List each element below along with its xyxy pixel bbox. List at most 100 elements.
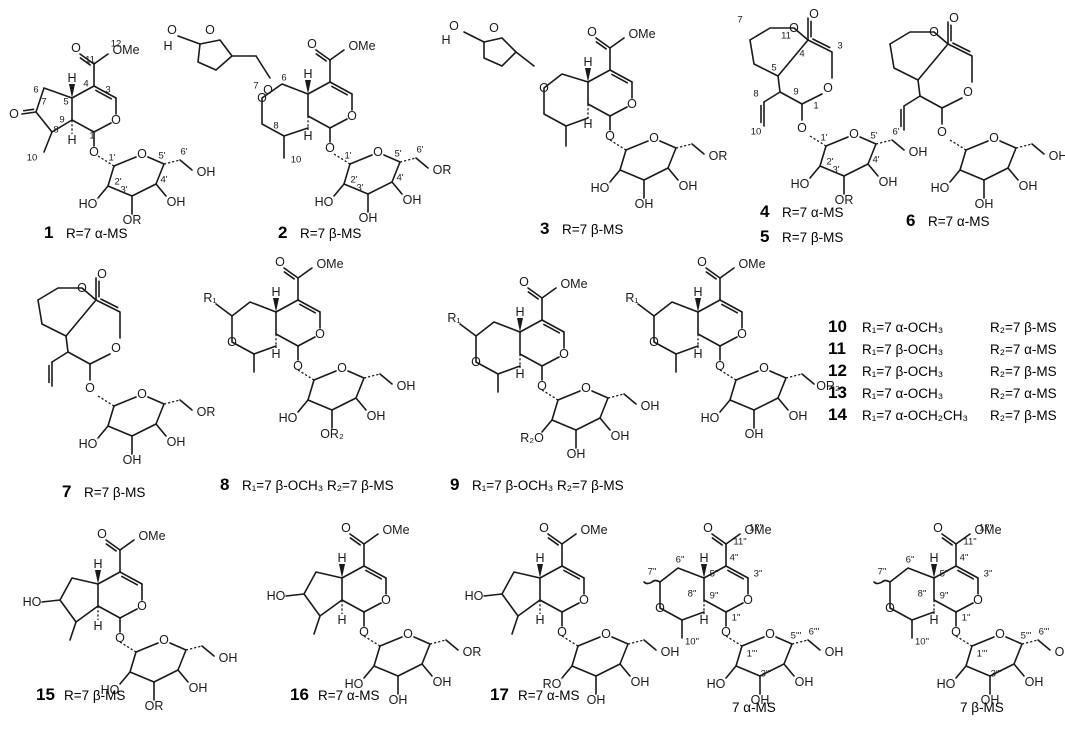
compound-substituent-label: R=7 β-MS <box>782 230 843 245</box>
atom-label: O <box>519 275 529 289</box>
compound-substituent-label: R=7 α-MS <box>518 688 579 703</box>
atom-number: 1' <box>344 151 351 162</box>
bond-line <box>483 593 503 597</box>
bond-path <box>933 577 974 613</box>
bond-path <box>129 642 187 683</box>
atom-number: 3''' <box>991 669 1002 680</box>
bond-line <box>43 131 53 153</box>
r-table-r2: R₂=7 β-MS <box>990 364 1057 379</box>
atom-label: O <box>601 627 611 641</box>
atom-label: H <box>693 285 702 299</box>
compound-substituent-label: R=7 α-MS <box>928 214 989 229</box>
atom-number: 1' <box>108 153 115 164</box>
atom-label: OH <box>631 675 650 689</box>
wedge-bond <box>931 564 937 578</box>
atom-label: O <box>737 327 747 341</box>
bond-path <box>113 396 137 407</box>
bond-line <box>801 373 815 385</box>
atom-label: O <box>381 593 391 607</box>
bond-line <box>705 267 721 279</box>
bond-line <box>313 615 321 635</box>
atom-number: 2' <box>114 177 121 188</box>
bond-line <box>177 669 189 683</box>
atom-label: OH <box>1055 645 1065 659</box>
atom-label: O <box>471 355 481 369</box>
bond-line <box>599 417 611 431</box>
atom-label: H <box>583 55 592 69</box>
bond-path <box>659 567 705 621</box>
bond-path <box>933 565 957 579</box>
atom-label: O <box>167 23 177 37</box>
atom-label: OH <box>679 179 698 193</box>
bond-path <box>543 73 589 127</box>
bond-line <box>785 373 803 379</box>
atom-label: OMe <box>138 529 165 543</box>
bond-line <box>51 351 69 363</box>
bond-line <box>215 303 233 317</box>
compound-substituent-label: R=7 β-MS <box>64 688 125 703</box>
atom-label: H <box>515 305 524 319</box>
atom-label: OH <box>641 399 660 413</box>
atom-label: HO <box>791 177 810 191</box>
atom-number: 10 <box>751 127 762 138</box>
atom-number: 8 <box>53 125 58 136</box>
atom-number: 9" <box>710 591 719 602</box>
bond-line <box>903 95 921 107</box>
atom-label: H <box>337 551 346 565</box>
atom-label: OR <box>197 405 216 419</box>
wedge-bond <box>69 84 75 98</box>
bond-line <box>329 49 345 61</box>
atom-label: R₁ <box>447 311 460 325</box>
atom-label: RO <box>543 677 562 691</box>
r-table-r1: R₁=7 β-OCH₃ <box>862 342 943 357</box>
bond-line <box>667 167 679 181</box>
bond-line <box>791 639 809 645</box>
bond-line <box>297 267 313 279</box>
atom-number: 3 <box>837 41 842 52</box>
bond-line <box>675 143 693 149</box>
atom-label: HO <box>591 181 610 195</box>
atom-label: H <box>515 367 524 381</box>
bond-line <box>459 323 477 337</box>
atom-label: H <box>303 129 312 143</box>
atom-label: H <box>93 619 102 633</box>
atom-label: O <box>489 21 499 35</box>
atom-label: OH <box>789 409 808 423</box>
compound-number: 4 <box>760 202 770 221</box>
atom-label: O <box>951 625 961 639</box>
bond-line <box>1037 639 1051 651</box>
bond-line <box>561 665 573 679</box>
bond-path <box>825 136 849 147</box>
compound-number: 7 <box>62 482 71 501</box>
atom-number: 7 <box>253 81 258 92</box>
r-table-r1: R₁=7 α-OCH₃ <box>862 320 943 335</box>
bond-path <box>307 370 365 411</box>
atom-label: OH <box>403 193 422 207</box>
atom-label: O <box>587 25 597 39</box>
bond-path <box>697 311 738 347</box>
bond-path <box>955 565 979 579</box>
atom-label: O <box>89 145 99 159</box>
bond-line <box>41 599 61 603</box>
bond-line <box>97 395 115 407</box>
wedge-bond <box>537 564 543 578</box>
atom-label: HO <box>79 437 98 451</box>
atom-number: 4' <box>872 155 879 166</box>
compound-number: 15 <box>36 685 55 704</box>
atom-label: O <box>71 41 81 55</box>
wedge-bond <box>339 564 345 578</box>
bond-line <box>719 399 731 413</box>
bond-path <box>197 39 233 71</box>
atom-label: OR <box>145 699 164 713</box>
atom-label: O <box>275 255 285 269</box>
compound-number: 16 <box>290 685 309 704</box>
